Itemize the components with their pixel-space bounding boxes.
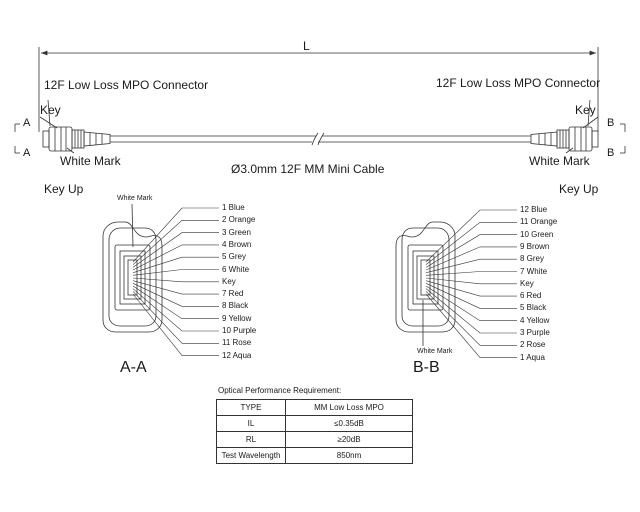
connector-leaders: [39, 99, 599, 154]
fiber-leader-line: [132, 277, 219, 283]
section-a-bottom: A: [23, 147, 31, 159]
fiber-leader-line: [425, 222, 517, 265]
fiber-leader-line: [132, 280, 219, 295]
fiber-leader-line: [132, 220, 219, 265]
section-title-a: A-A: [120, 359, 147, 376]
fiber-leader-line: [132, 291, 219, 344]
fiber-leader-line: [425, 285, 517, 322]
fiber-leader-line: [425, 234, 517, 268]
fiber-label: 4 Yellow: [520, 315, 550, 325]
fiber-label: 2 Orange: [222, 215, 256, 225]
performance-table: TYPE MM Low Loss MPO IL ≤0.35dB RL ≥20dB…: [216, 399, 413, 464]
fiber-leader-line: [425, 271, 517, 276]
fiber-leader-line: [425, 209, 517, 263]
section-title-b: B-B: [413, 359, 440, 376]
fiber-leader-line: [425, 258, 517, 273]
fiber-leader-line: [425, 246, 517, 271]
section-a-top: A: [23, 117, 31, 129]
left-key-label: Key: [40, 103, 61, 117]
value-cell: MM Low Loss MPO: [285, 399, 413, 416]
section-marker-right: [620, 123, 626, 154]
left-white-mark-label: White Mark: [60, 154, 121, 168]
cable-label: Ø3.0mm 12F MM Mini Cable: [231, 162, 385, 176]
fiber-leader-line: [425, 291, 517, 346]
length-dimension: [38, 47, 599, 132]
fiber-leader-line: [132, 256, 219, 273]
fiber-leader-line: [425, 280, 517, 297]
fiber-label: 9 Yellow: [222, 313, 252, 323]
right-key-label: Key: [575, 103, 596, 117]
fiber-leader-line: [425, 277, 517, 285]
table-row: TYPE MM Low Loss MPO: [216, 399, 413, 416]
fiber-leader-line: [132, 269, 219, 276]
value-cell: ≤0.35dB: [285, 415, 413, 432]
fiber-label: 11 Rose: [222, 338, 252, 348]
fiber-label: 6 Red: [520, 291, 542, 301]
section-b-top: B: [607, 117, 615, 129]
fiber-leader-line: [132, 207, 219, 263]
fiber-label: 4 Brown: [222, 239, 252, 249]
fiber-label: 6 White: [222, 264, 250, 274]
fiber-leader-line: [132, 232, 219, 268]
key-up-label-a: Key Up: [44, 182, 84, 196]
fiber-label: 8 Black: [222, 301, 249, 311]
table-row: RL ≥20dB: [216, 431, 413, 448]
fiber-leader-line: [425, 283, 517, 309]
fiber-label: 12 Blue: [520, 205, 548, 214]
fiber-leader-line: [132, 293, 219, 356]
key-up-label-b: Key Up: [559, 182, 599, 196]
table-row: IL ≤0.35dB: [216, 415, 413, 432]
fiber-label: 5 Grey: [222, 252, 247, 262]
section-marker-left: [14, 123, 20, 154]
fiber-label: 7 Red: [222, 289, 244, 299]
left-connector-label: 12F Low Loss MPO Connector: [44, 78, 209, 92]
fiber-label: Key: [520, 278, 534, 288]
white-mark-label-b: White Mark: [417, 348, 453, 355]
fiber-label: 1 Aqua: [520, 352, 545, 362]
fiber-leader-line: [132, 285, 219, 320]
fiber-label: 10 Green: [520, 229, 554, 239]
fiber-leader-line: [132, 288, 219, 332]
right-mpo-connector: [530, 126, 599, 152]
end-view-b: [395, 221, 456, 346]
fiber-leader-line: [132, 244, 219, 271]
fiber-label: 3 Purple: [520, 328, 550, 337]
length-label: L: [303, 39, 310, 53]
table-row: Test Wavelength 850nm: [216, 447, 413, 464]
param-cell: IL: [216, 415, 286, 432]
right-white-mark-label: White Mark: [529, 154, 590, 168]
fiber-label: 11 Orange: [520, 217, 558, 227]
white-mark-label-a: White Mark: [117, 195, 153, 202]
fiber-label: Key: [222, 276, 236, 286]
fiber-label: 7 White: [520, 266, 548, 276]
mini-cable: [110, 132, 531, 146]
section-b-bottom: B: [607, 147, 615, 159]
fiber-leader-line: [132, 283, 219, 307]
fiber-label: 12 Aqua: [222, 350, 252, 360]
fiber-label: 2 Rose: [520, 340, 546, 350]
performance-title: Optical Performance Requirement:: [218, 386, 342, 395]
value-cell: ≥20dB: [285, 431, 413, 448]
param-cell: TYPE: [216, 399, 286, 416]
fiber-label: 3 Green: [222, 227, 251, 237]
fiber-label: 1 Blue: [222, 203, 245, 212]
fiber-label: 10 Purple: [222, 326, 257, 335]
fiber-leader-line: [425, 288, 517, 334]
value-cell: 850nm: [285, 447, 413, 464]
fiber-leader-line: [425, 293, 517, 358]
fiber-label: 8 Grey: [520, 254, 545, 264]
param-cell: Test Wavelength: [216, 447, 286, 464]
fiber-leaders-a: [132, 207, 219, 356]
right-connector-label: 12F Low Loss MPO Connector: [436, 76, 601, 90]
param-cell: RL: [216, 431, 286, 448]
left-mpo-connector: [42, 126, 111, 152]
fiber-label: 9 Brown: [520, 241, 550, 251]
fiber-leaders-b: [425, 209, 517, 358]
fiber-label: 5 Black: [520, 303, 547, 313]
